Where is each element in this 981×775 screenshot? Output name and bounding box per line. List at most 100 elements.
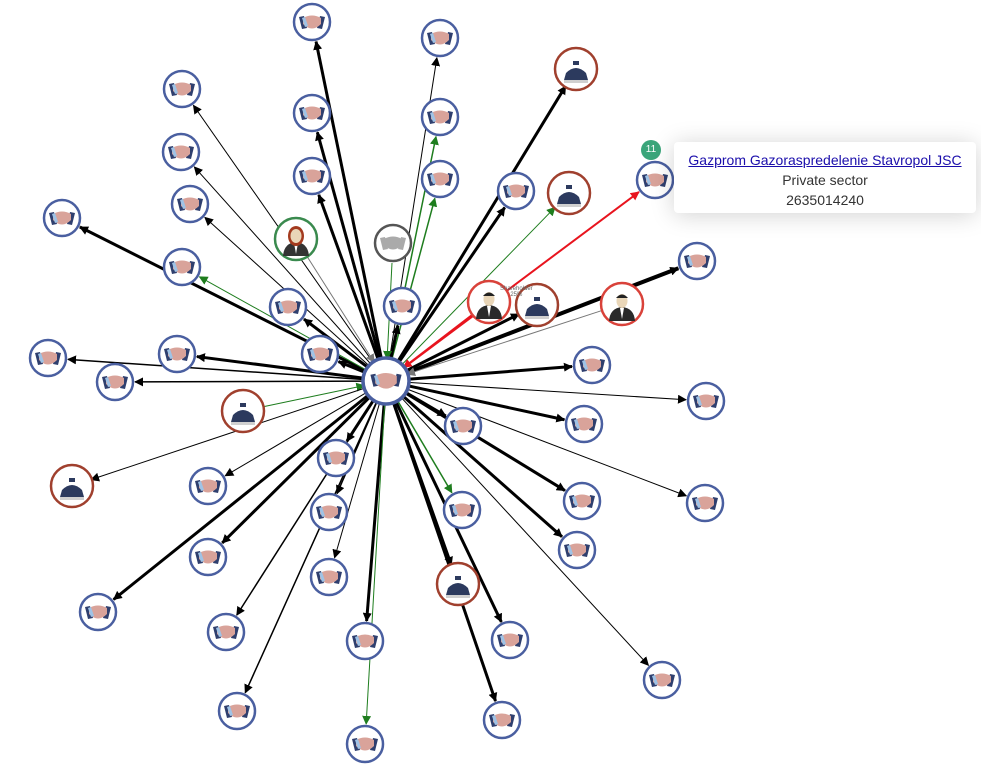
edge[interactable] [224,391,368,477]
edge[interactable] [236,399,375,616]
company-node[interactable] [162,247,202,287]
person-node[interactable] [599,281,645,327]
edge[interactable] [407,362,573,381]
company-node[interactable] [188,466,228,506]
company-node[interactable] [420,97,460,137]
edge[interactable] [332,401,381,559]
edge[interactable] [193,166,372,365]
edge[interactable] [244,400,378,694]
edge[interactable] [403,391,566,492]
edge[interactable] [262,382,366,408]
government-node[interactable] [546,170,592,216]
handshake-icon [316,505,342,519]
company-node[interactable] [420,159,460,199]
edge[interactable] [407,384,566,423]
person-node[interactable] [273,216,319,262]
connections-count-badge[interactable]: 11 [641,140,661,160]
edge[interactable] [112,393,370,601]
company-node[interactable] [162,69,202,109]
company-node[interactable] [443,406,483,446]
company-node[interactable] [373,223,413,263]
company-node[interactable] [78,592,118,632]
edge[interactable] [406,309,604,376]
company-node[interactable] [157,334,197,374]
handshake-icon [684,254,710,268]
company-node[interactable] [564,404,604,444]
edge[interactable] [400,396,650,666]
company-node[interactable] [217,691,257,731]
edge[interactable] [90,387,366,482]
edge[interactable] [362,402,386,725]
company-node[interactable] [642,660,682,700]
company-node[interactable] [292,93,332,133]
person-node[interactable] [466,279,512,325]
company-node[interactable] [685,483,725,523]
edge[interactable] [317,193,380,361]
edge[interactable] [406,388,688,498]
company-node[interactable] [442,490,482,530]
edge[interactable] [306,255,375,364]
edge[interactable] [404,312,520,373]
company-node[interactable] [382,286,422,326]
edge[interactable] [402,313,474,369]
edge[interactable] [67,355,365,381]
edge[interactable] [337,360,367,375]
company-node[interactable] [95,362,135,402]
company-node[interactable] [300,334,340,374]
company-node[interactable] [161,132,201,172]
company-node[interactable] [309,492,349,532]
company-node[interactable] [557,530,597,570]
government-node[interactable] [49,463,95,509]
company-node[interactable] [496,171,536,211]
company-node[interactable] [268,287,308,327]
center-company-node[interactable] [361,356,411,406]
company-node[interactable] [345,621,385,661]
company-node[interactable] [309,557,349,597]
edge[interactable] [397,206,506,364]
government-node[interactable] [220,388,266,434]
company-node[interactable] [42,198,82,238]
company-node[interactable] [170,184,210,224]
company-node[interactable] [635,160,675,200]
government-building-icon [557,185,581,207]
company-name-link[interactable]: Gazprom Gazoraspredelenie Stavropol JSC [688,152,962,168]
company-node[interactable] [206,612,246,652]
company-node[interactable] [316,438,356,478]
edge[interactable] [391,401,453,566]
handshake-icon [427,31,453,45]
handshake-icon [427,110,453,124]
company-node[interactable] [188,537,228,577]
handshake-icon [299,169,325,183]
edge[interactable] [221,395,372,545]
company-node[interactable] [292,2,332,42]
handshake-icon [49,211,75,225]
company-node[interactable] [345,724,385,764]
edge[interactable] [134,377,365,387]
company-node[interactable] [420,18,460,58]
handshake-icon [299,15,325,29]
edge[interactable] [407,381,687,404]
edge[interactable] [396,399,453,494]
company-node[interactable] [677,241,717,281]
edge[interactable] [396,85,567,363]
company-node[interactable] [490,620,530,660]
company-node[interactable] [686,381,726,421]
edge[interactable] [303,317,370,369]
government-node[interactable] [514,282,560,328]
company-node[interactable] [572,345,612,385]
edge[interactable] [362,402,386,622]
company-node[interactable] [562,481,602,521]
edge[interactable] [195,353,365,380]
edge-share-label: 25% [510,292,523,298]
edge[interactable] [313,40,384,360]
government-node[interactable] [553,46,599,92]
company-node[interactable] [292,156,332,196]
edge[interactable] [401,394,564,538]
company-node[interactable] [28,338,68,378]
company-sector: Private sector [782,172,868,188]
company-node[interactable] [482,700,522,740]
businessman-icon [609,294,635,321]
government-node[interactable] [435,561,481,607]
